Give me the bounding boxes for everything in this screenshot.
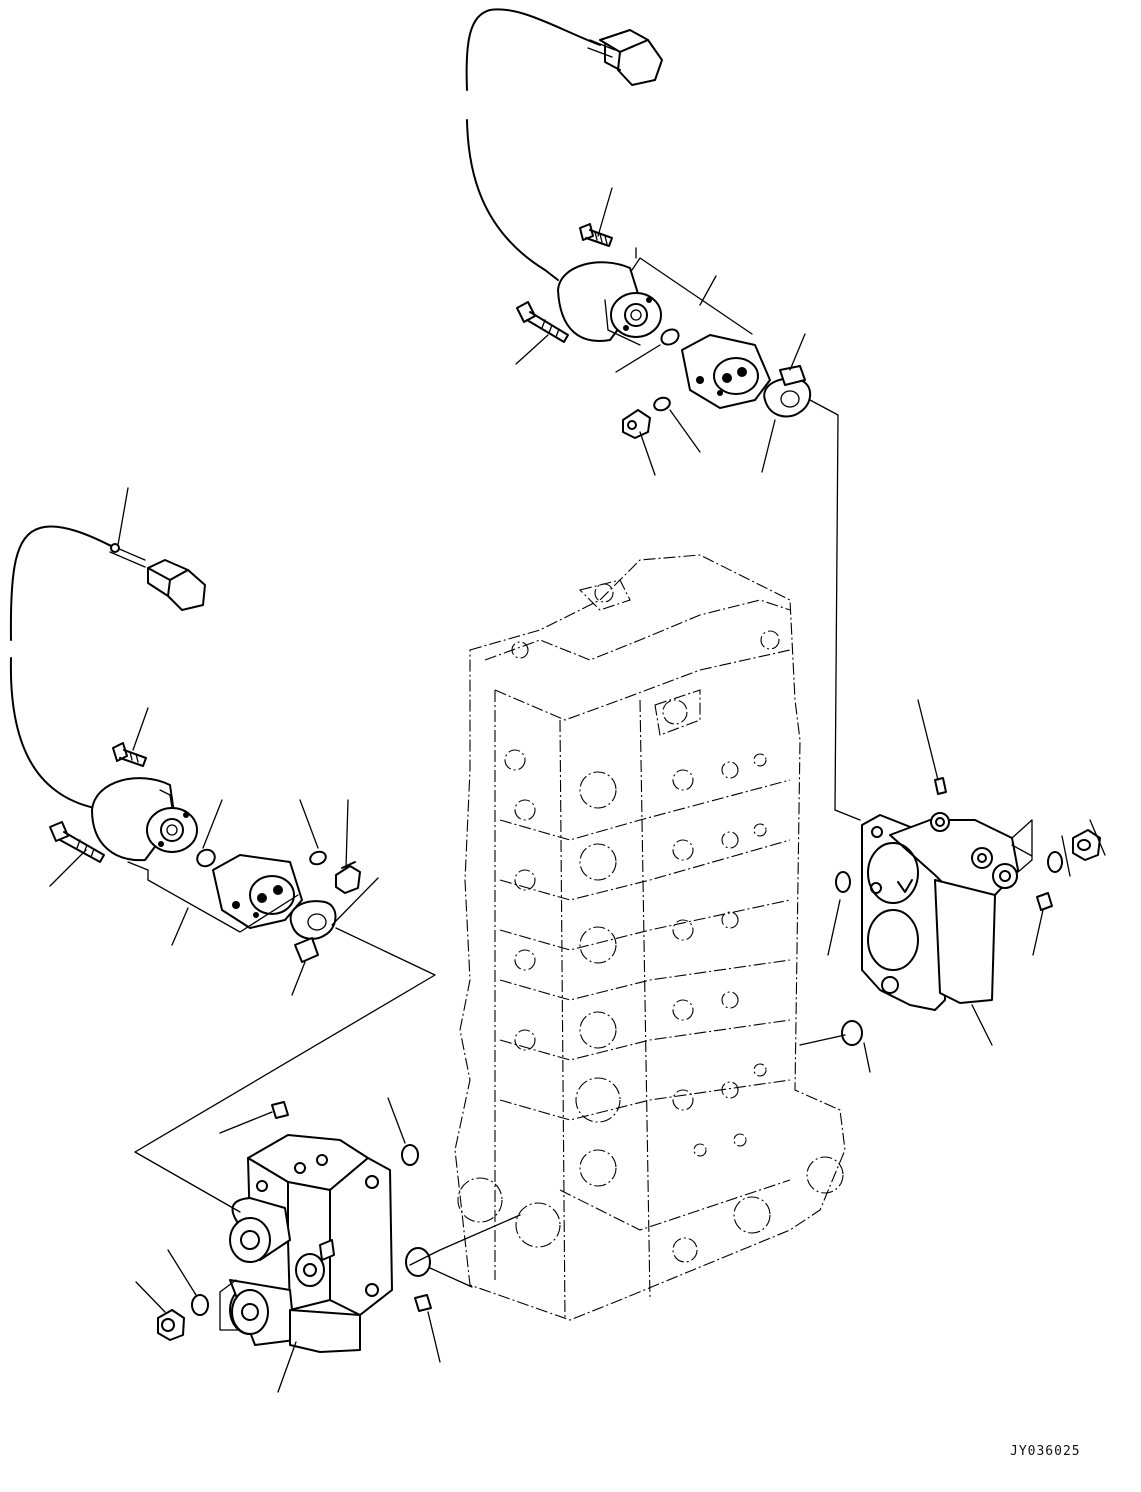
bolt-top-upper	[579, 223, 613, 247]
leader-lines-top	[515, 187, 861, 821]
o-ring-right-a	[1047, 851, 1063, 873]
o-ring-top-b	[653, 396, 671, 412]
bolt-top-long	[516, 301, 569, 343]
o-ring-right-b	[835, 871, 851, 893]
o-ring-lower-left-a	[401, 1144, 419, 1166]
bolt-lower-left-top	[271, 1101, 289, 1119]
bolt-lower-left-bottom	[414, 1294, 432, 1312]
bolt-left-upper	[112, 742, 147, 767]
solenoid-left	[91, 777, 198, 862]
plug-left	[335, 861, 361, 894]
leader-lines-lower-left	[134, 1097, 521, 1393]
leader-lines-right	[799, 699, 1106, 1073]
valve-block-right	[861, 777, 1019, 1011]
o-ring-right-c	[841, 1020, 863, 1046]
solenoid-top	[544, 261, 662, 342]
o-ring-lower-left-c	[191, 1294, 209, 1316]
bolt-right-small	[1036, 892, 1053, 911]
connector-left	[147, 559, 206, 611]
plug-right	[1072, 829, 1101, 861]
drawing-code: JY036025	[1010, 1444, 1081, 1459]
solenoid-valve-body-top	[681, 334, 771, 409]
wire-harness-top	[465, 8, 616, 271]
connector-top	[599, 29, 663, 86]
solenoid-valve-body-left	[212, 854, 303, 929]
leader-lines-left	[49, 487, 436, 1153]
wire-harness-left	[9, 525, 146, 809]
gasket-left	[289, 900, 337, 963]
o-ring-left-b	[309, 850, 327, 866]
o-ring-lower-left-b	[405, 1247, 431, 1277]
gasket-top	[763, 365, 812, 418]
valve-block-lower-left	[229, 1134, 393, 1353]
plug-lower-left	[157, 1309, 185, 1341]
o-ring-top-a	[660, 328, 680, 346]
plug-top	[622, 409, 651, 439]
o-ring-left-a	[196, 848, 216, 868]
main-valve-body-phantom	[454, 554, 846, 1321]
